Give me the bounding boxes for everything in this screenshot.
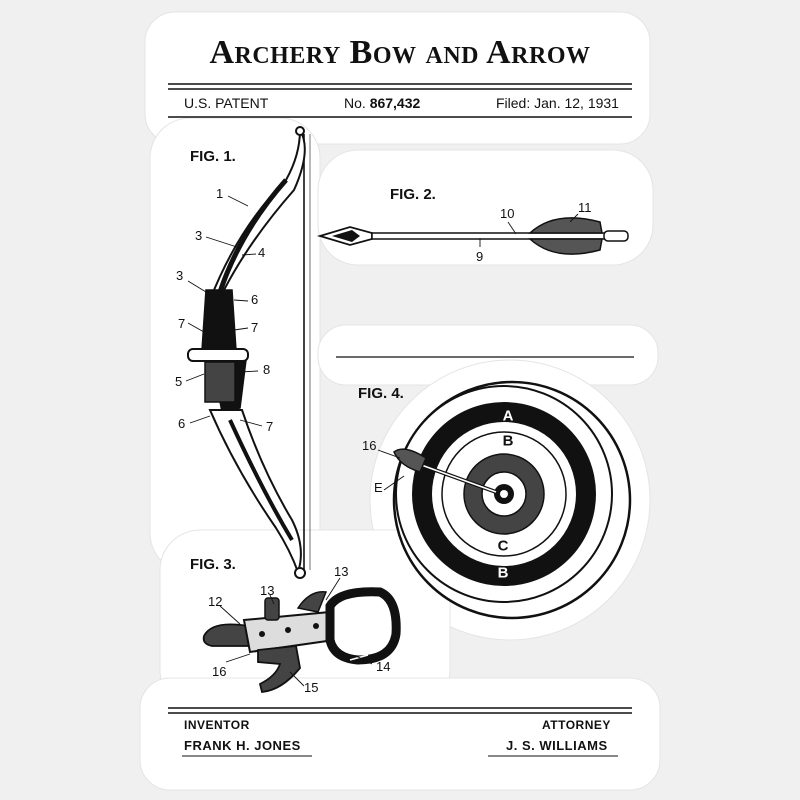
arrow-fletching <box>528 217 603 234</box>
callout-label: 16 <box>212 664 227 679</box>
patent-number-value: 867,432 <box>369 95 421 111</box>
target-ring-label: B <box>497 564 509 582</box>
arrow-leader-lines <box>479 213 579 247</box>
target-ring-label: B <box>502 432 514 450</box>
callout-label: 12 <box>208 594 223 609</box>
callout-label: 9 <box>476 249 484 264</box>
fig-2-label: FIG. 2. <box>390 186 436 203</box>
inventor-name: FRANK H. JONES <box>184 738 301 753</box>
callout-label: 6 <box>178 416 186 431</box>
callout-label: 7 <box>251 320 259 335</box>
release-loop <box>325 587 401 665</box>
callout-label: 6 <box>251 292 259 307</box>
patent-number: No. 867,432 <box>344 95 420 111</box>
filed-date: Filed: Jan. 12, 1931 <box>496 95 619 111</box>
callout-label: 5 <box>175 374 183 389</box>
callout-label: 8 <box>263 362 271 377</box>
inventor-label: INVENTOR <box>184 718 250 732</box>
target-leader-lines <box>377 449 405 491</box>
callout-label: 4 <box>258 245 266 260</box>
target-drawing <box>392 380 632 620</box>
arrow-shaft <box>371 232 623 240</box>
fig-3-label: FIG. 3. <box>190 556 236 573</box>
header-rules <box>168 83 632 118</box>
attorney-label: ATTORNEY <box>542 718 611 732</box>
target-ring-label: C <box>497 537 509 555</box>
callout-label: 11 <box>578 200 592 215</box>
trigger-leader-lines <box>219 577 373 687</box>
callout-label: 13 <box>334 564 349 579</box>
callout-label: 14 <box>376 659 391 674</box>
bow-drawing <box>187 126 311 579</box>
patent-label: U.S. PATENT <box>184 95 269 111</box>
fig-4-label: FIG. 4. <box>358 385 404 402</box>
release-trigger-drawing <box>202 587 401 693</box>
callout-label: 15 <box>304 680 319 695</box>
fig-1-label: FIG. 1. <box>190 148 236 165</box>
callout-label: 3 <box>176 268 184 283</box>
patent-number-prefix: No. <box>344 95 366 111</box>
callout-label: 7 <box>178 316 186 331</box>
arrow-drawing <box>316 217 629 255</box>
callout-label: 7 <box>266 419 274 434</box>
callout-label: E <box>374 480 383 495</box>
callout-label: 3 <box>195 228 203 243</box>
bow-grip <box>187 348 249 362</box>
bow-leader-lines <box>185 195 263 427</box>
callout-label: 16 <box>362 438 377 453</box>
target-ring-label: A <box>502 407 514 425</box>
callout-label: 13 <box>260 583 275 598</box>
footer-rules <box>168 707 632 757</box>
page-title: Archery Bow and Arrow <box>209 34 591 71</box>
callout-label: 1 <box>216 186 224 201</box>
attorney-name: J. S. WILLIAMS <box>506 738 608 753</box>
callout-label: 10 <box>500 206 515 221</box>
